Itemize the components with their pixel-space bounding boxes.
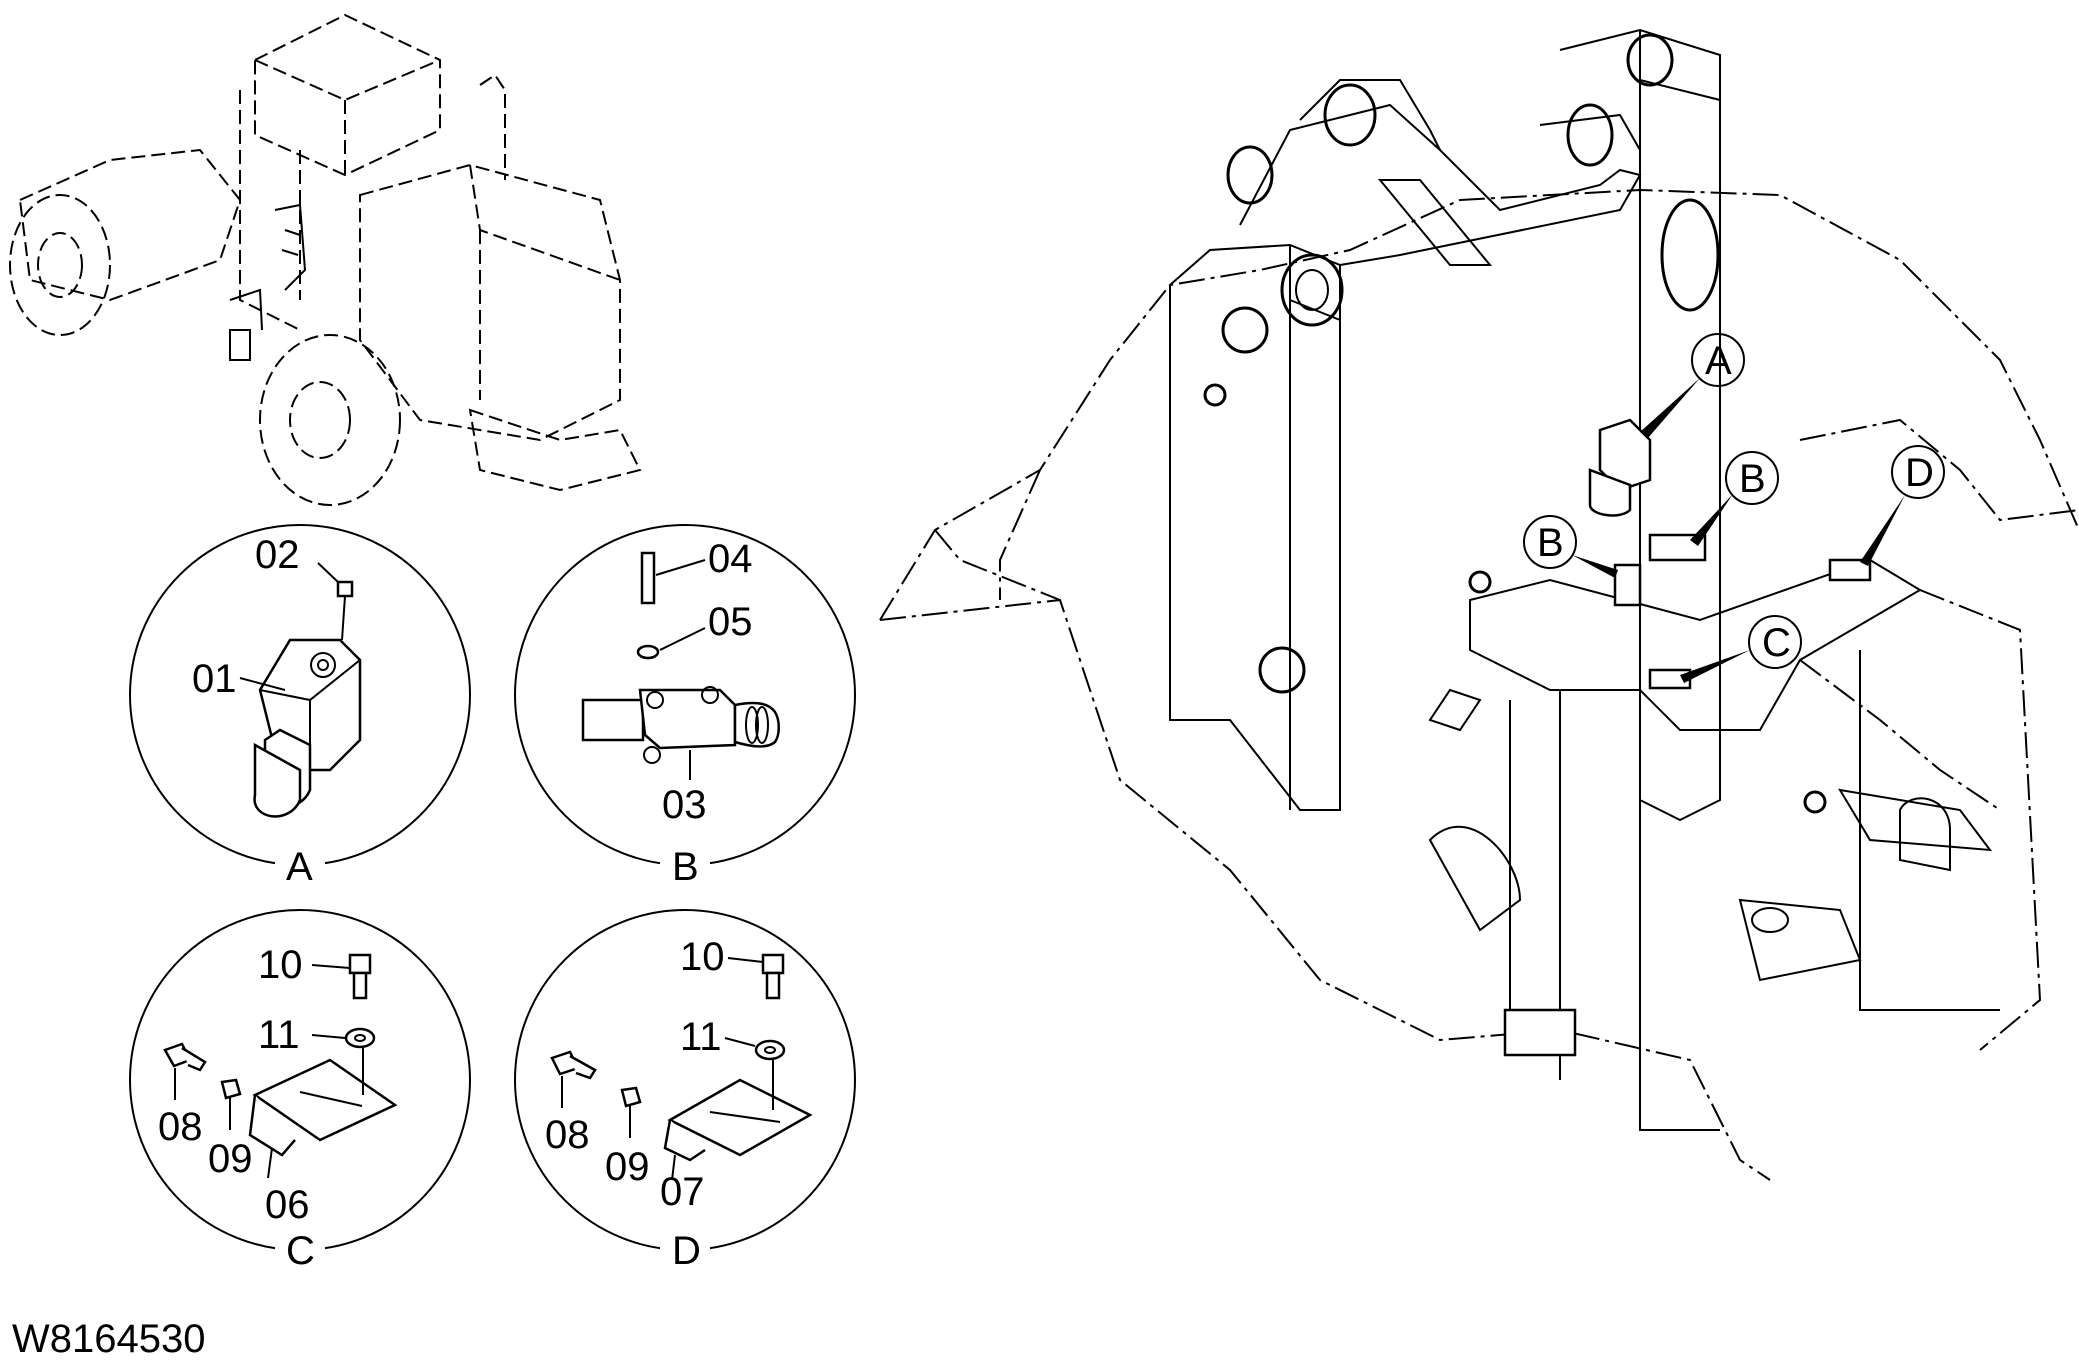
- detail-a: 02 01 A: [129, 524, 471, 889]
- part-label-11: 11: [258, 1013, 300, 1057]
- detail-c: 10 11 08 09 06 C: [129, 909, 471, 1273]
- part-label-04: 04: [708, 537, 753, 581]
- part-label-07: 07: [660, 1170, 705, 1214]
- valve-03: [581, 698, 645, 742]
- callout-a: A: [1640, 333, 1745, 438]
- part-label-06: 06: [265, 1183, 310, 1227]
- callout-b-lower: B: [1523, 515, 1618, 578]
- part-label-02: 02: [255, 533, 300, 577]
- callout-b-upper: B: [1690, 451, 1779, 546]
- detail-d: 10 11 08 09 07 D: [514, 909, 856, 1273]
- washer-11-d: [754, 1039, 786, 1061]
- valve-location-b-lower: [1613, 563, 1642, 607]
- washer-05: [636, 644, 660, 660]
- callout-label-b-upper: B: [1739, 457, 1766, 501]
- detail-label-d: D: [672, 1229, 701, 1273]
- detail-label-c: C: [286, 1229, 315, 1273]
- nut-09-d: [620, 1086, 642, 1108]
- bolt-04: [640, 551, 656, 605]
- detail-label-b: B: [672, 845, 699, 889]
- part-label-11-d: 11: [680, 1015, 722, 1059]
- part-label-09: 09: [208, 1137, 253, 1181]
- callout-c: C: [1680, 615, 1802, 683]
- part-label-03: 03: [662, 783, 707, 827]
- part-label-08-d: 08: [545, 1113, 590, 1157]
- drawing-code: W8164530: [12, 1317, 205, 1361]
- part-label-09-d: 09: [605, 1145, 650, 1189]
- callout-d: D: [1860, 445, 1945, 566]
- bracket-07: [667, 1078, 813, 1157]
- washer-11: [344, 1027, 376, 1049]
- bracket-06: [252, 1058, 398, 1142]
- bolt-10: [348, 953, 372, 975]
- nut-09: [220, 1078, 242, 1100]
- detail-label-a: A: [286, 845, 313, 889]
- callout-label-d: D: [1905, 451, 1934, 495]
- callout-label-c: C: [1762, 621, 1791, 665]
- part-label-08: 08: [158, 1105, 203, 1149]
- main-frame-illustration: [879, 28, 2079, 1181]
- part-label-10-d: 10: [680, 935, 725, 979]
- bracket-location-d: [1828, 558, 1872, 582]
- machine-overview-illustration: [9, 13, 642, 506]
- part-label-05: 05: [708, 600, 753, 644]
- part-label-01: 01: [192, 657, 237, 701]
- callout-label-b-lower: B: [1537, 521, 1564, 565]
- bolt-10-d: [761, 953, 785, 975]
- callout-label-a: A: [1705, 339, 1732, 383]
- bolt-02: [336, 580, 354, 598]
- filter-location-a: [1598, 418, 1652, 492]
- part-label-10: 10: [258, 943, 303, 987]
- detail-b: 04 05 03 B: [514, 524, 856, 889]
